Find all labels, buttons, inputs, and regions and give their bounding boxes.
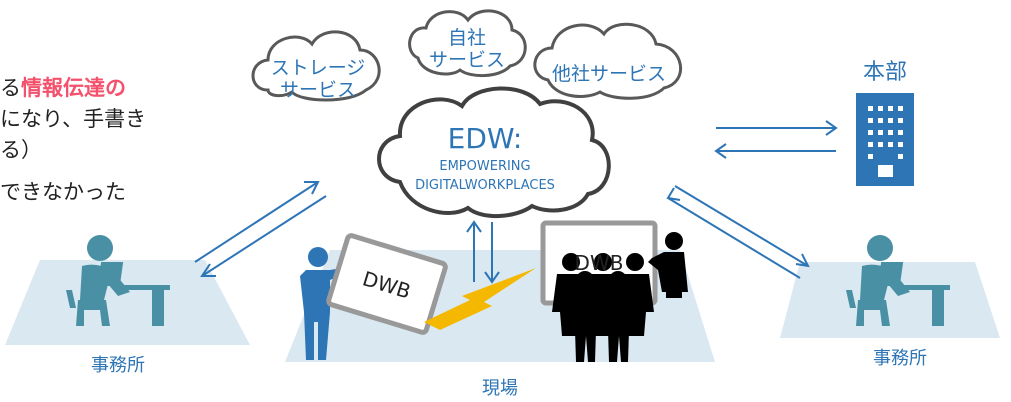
info-line-2: になり、手書き bbox=[0, 107, 147, 131]
office-left-label: 事務所 bbox=[91, 355, 145, 376]
office-worker-icon bbox=[846, 235, 950, 326]
own-cloud-label-1: 自社 bbox=[448, 27, 486, 49]
site-label: 現場 bbox=[482, 378, 518, 399]
cloud-storage bbox=[251, 30, 381, 102]
lightning-icon bbox=[424, 268, 536, 330]
other-cloud-label: 他社サービス bbox=[552, 63, 666, 85]
edw-title: EDW: bbox=[448, 122, 523, 155]
cloud-other bbox=[533, 22, 682, 100]
own-cloud-label-2: サービス bbox=[429, 49, 505, 71]
arrow-pair-icon bbox=[194, 120, 838, 284]
building-icon bbox=[856, 93, 914, 186]
ground-office-left bbox=[5, 260, 250, 345]
presenter-icon bbox=[648, 232, 688, 298]
hq-label: 本部 bbox=[863, 60, 907, 85]
cloud-edw bbox=[377, 86, 611, 219]
edw-subtitle-1: EMPOWERING bbox=[439, 159, 530, 174]
info-line-4: できなかった bbox=[0, 180, 126, 204]
info-line-3: る） bbox=[0, 138, 42, 162]
edw-subtitle-2: DIGITALWORKPLACES bbox=[415, 178, 555, 193]
audience-group-icon bbox=[552, 253, 654, 362]
storage-cloud-label-1: ストレージ bbox=[271, 57, 366, 79]
info-line-1-highlight: 情報伝達の bbox=[21, 76, 126, 100]
storage-cloud-label-2: サービス bbox=[280, 79, 356, 101]
office-right-label: 事務所 bbox=[873, 348, 927, 369]
office-worker-icon bbox=[66, 235, 170, 326]
info-line-1: る情報伝達の bbox=[0, 72, 126, 102]
info-line-1-prefix: る bbox=[0, 76, 21, 100]
dwb-board-left bbox=[326, 233, 448, 335]
ground-office-right bbox=[780, 262, 1000, 338]
presenter-icon bbox=[300, 247, 344, 360]
cloud-own bbox=[408, 9, 527, 77]
dwb-right-label: DWB bbox=[575, 251, 624, 275]
